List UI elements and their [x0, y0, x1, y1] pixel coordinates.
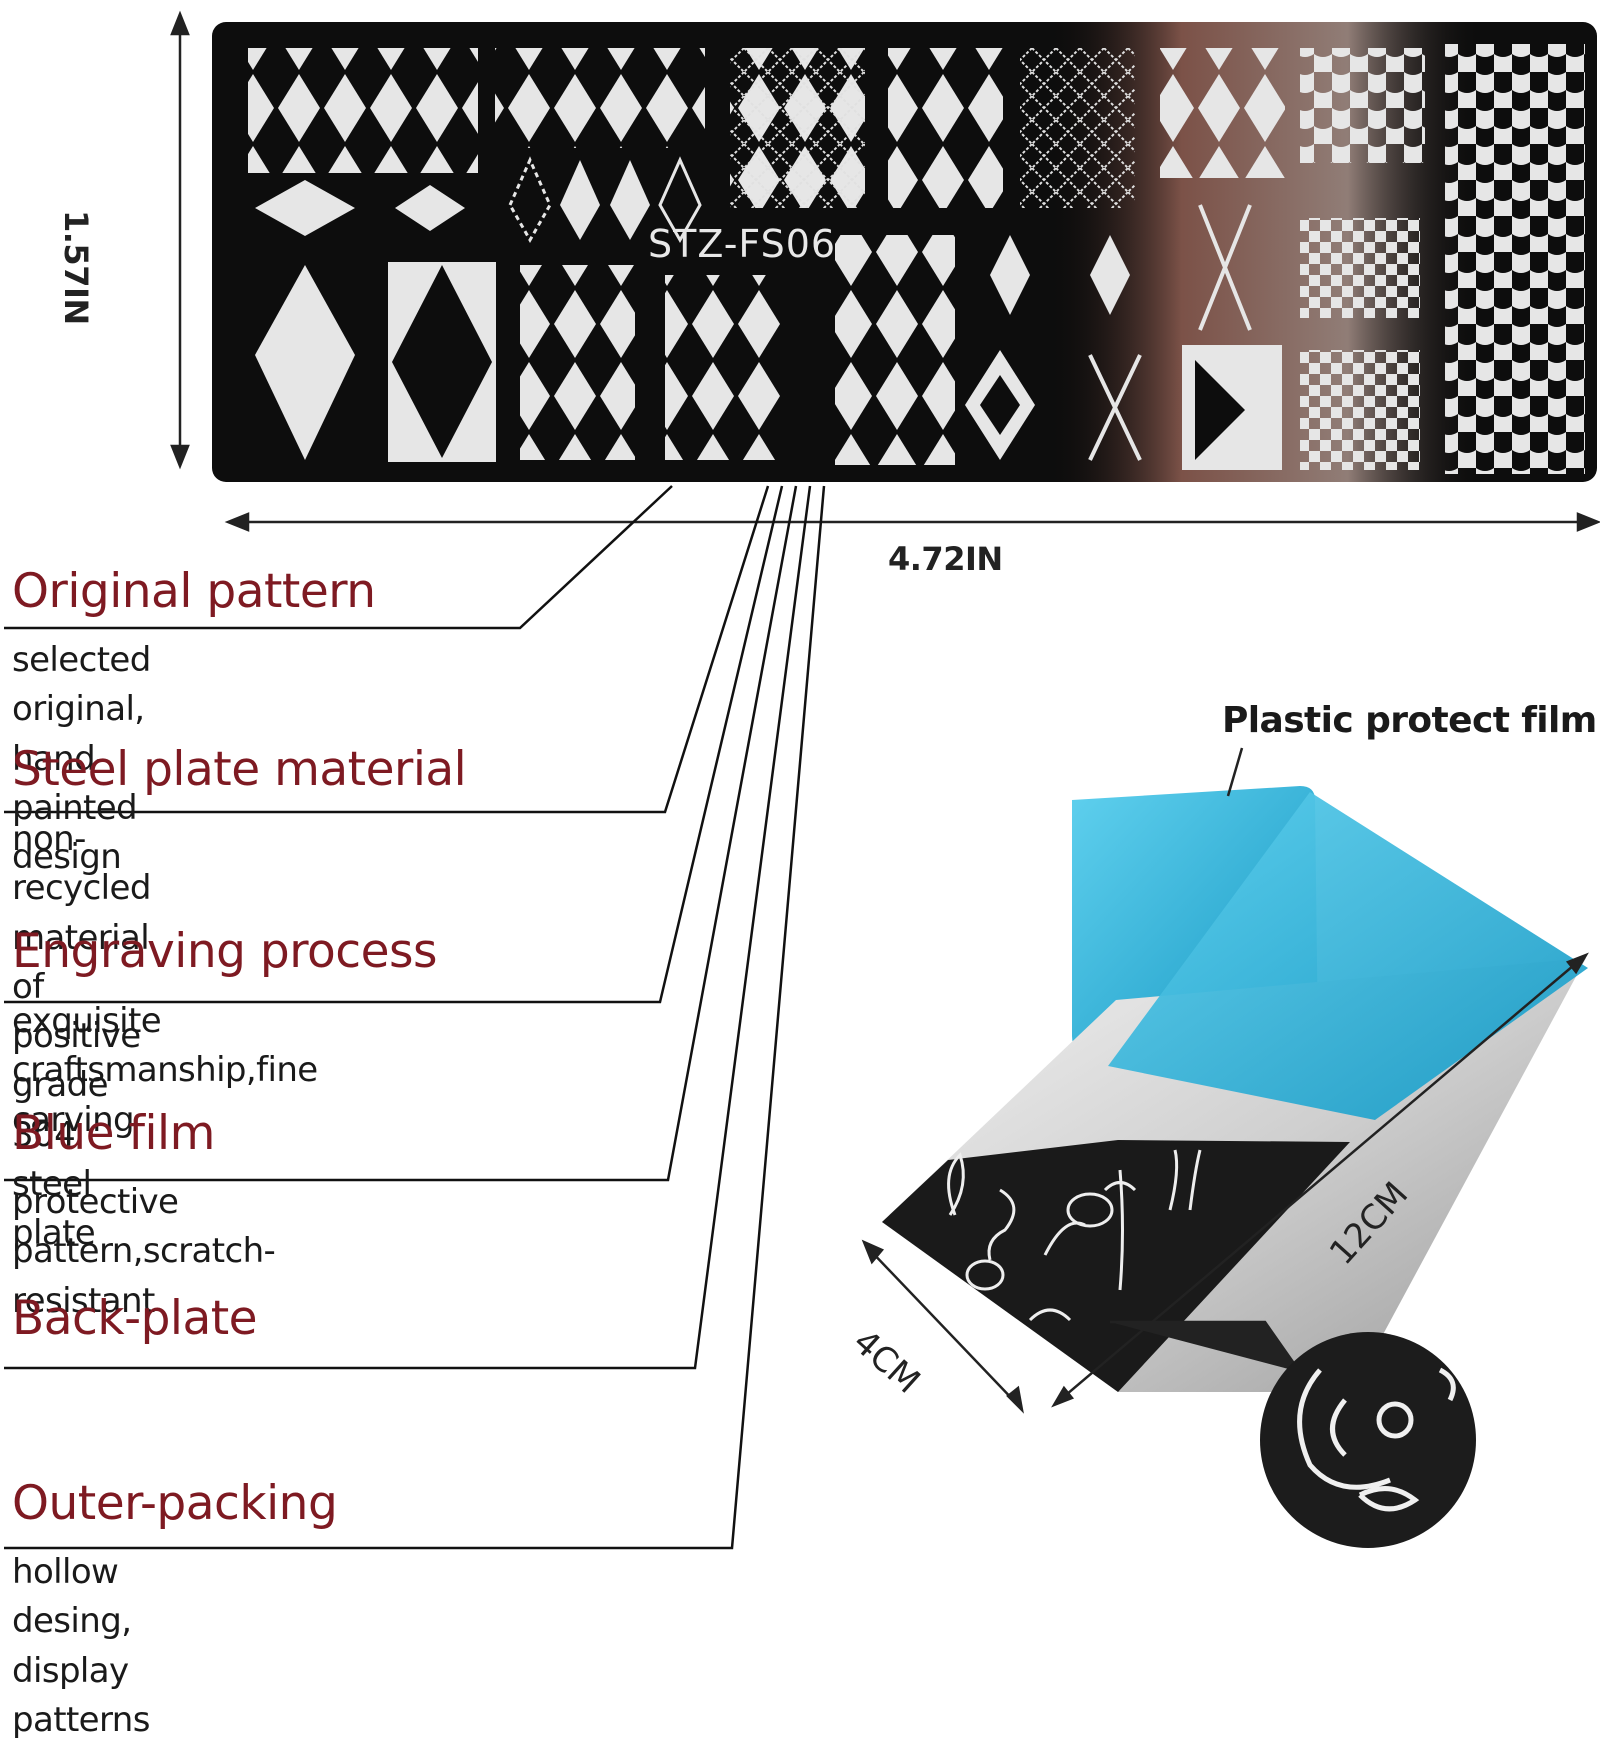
feature-title: Original pattern: [12, 564, 376, 619]
pattern-argyle-2: [495, 48, 705, 148]
pattern-check-2: [1300, 350, 1420, 470]
pattern-wave-check: [1300, 48, 1425, 163]
big-film: [1108, 792, 1588, 1120]
feature-desc: non-recycled material of positive grade …: [12, 819, 151, 1254]
feature-title: Outer-packing: [12, 1476, 338, 1531]
pattern-argyle-5: [1160, 48, 1285, 178]
plate-width-label: 4.72IN: [888, 540, 1003, 578]
feature-desc: hollow desing, display patterns: [12, 1552, 150, 1740]
engraved-section: [882, 1140, 1350, 1392]
zoom-circle: [1260, 1332, 1476, 1548]
feature-title: Blue film: [12, 1106, 215, 1161]
pattern-argyle-6: [520, 265, 635, 460]
stamping-plate: [212, 22, 1597, 482]
feature-desc: protective pattern,scratch-resistant: [12, 1182, 276, 1321]
pattern-big-diamond: [255, 265, 355, 460]
feature-title: Back-plate: [12, 1291, 258, 1346]
feature-title: Steel plate material: [12, 742, 467, 797]
pattern-argyle-4: [888, 48, 1003, 208]
feature-title: Engraving process: [12, 924, 438, 979]
pattern-wave-large: [1445, 44, 1585, 474]
pattern-argyle-8: [835, 235, 955, 465]
plate-width-arrow: [224, 512, 1600, 532]
pattern-lattice-1: [1020, 48, 1135, 208]
feature-desc: exquisite craftsmanship,fine carving: [12, 1001, 318, 1140]
leader-lines: [4, 485, 826, 1550]
plate-height-arrow: [170, 10, 190, 470]
feature-desc: selected original, hand-painted design: [12, 640, 151, 878]
pattern-check-1: [1300, 218, 1420, 318]
product-illustration: [4, 10, 1600, 1550]
plate-code: STZ-FS06: [648, 222, 837, 266]
pattern-argyle-7: [665, 275, 780, 460]
plate-photo: [861, 747, 1589, 1548]
pattern-argyle-1: [248, 48, 478, 173]
plate-height-label: 1.57IN: [57, 210, 95, 325]
plastic-film-label: Plastic protect film: [1222, 700, 1597, 741]
